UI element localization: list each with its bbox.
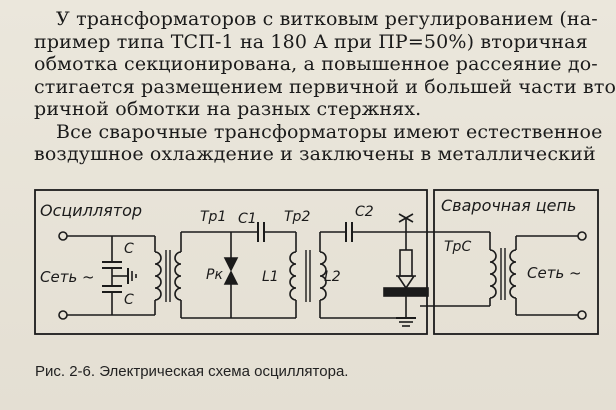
- figure-caption: Рис. 2-6. Электрическая схема осциллятор…: [35, 363, 349, 380]
- oscillator-box: [34, 189, 428, 335]
- paragraph-1-line-3: обмотка секционирована, а повышенное рас…: [34, 53, 598, 75]
- trc-transformer: [420, 231, 587, 320]
- spark-gap-loop: [180, 222, 296, 319]
- filter-capacitors: [102, 236, 137, 315]
- c2-label: C2: [355, 204, 374, 220]
- tr1-transformer: [154, 236, 182, 315]
- left-mains-label: Сеть ~: [40, 268, 95, 286]
- paragraph-1-line-4: стигается размещением первичной и больше…: [34, 75, 616, 98]
- paragraph-1-line-5: ричной обмотки на разных стержнях.: [34, 98, 422, 120]
- paragraph-1-line-1: У трансформаторов с витковым регулирован…: [56, 8, 598, 30]
- output-line: [320, 222, 490, 319]
- electrode-holder: [383, 213, 429, 327]
- tr2-label: Тр2: [284, 209, 310, 225]
- left-mains-terminals: [58, 231, 155, 320]
- paragraph-2-line-1: Все сварочные трансформаторы имеют естес…: [56, 120, 603, 143]
- trc-label: ТрС: [444, 239, 471, 255]
- oscillator-title: Осциллятор: [40, 201, 142, 220]
- welding-circuit-title: Сварочная цепь: [441, 196, 576, 215]
- c1-label: C1: [238, 211, 257, 227]
- capacitor-c-top-label: C: [124, 241, 134, 257]
- right-mains-label: Сеть ~: [527, 264, 582, 282]
- body-text: У трансформаторов с витковым регулирован…: [34, 8, 616, 166]
- tr2-transformer: [289, 232, 327, 318]
- paragraph-1-line-2: пример типа ТСП-1 на 180 А при ПР=50%) в…: [34, 30, 588, 53]
- paragraph-2-line-2: воздушное охлаждение и заключены в метал…: [34, 143, 596, 165]
- l2-label: L2: [324, 269, 341, 285]
- welding-circuit-box: [433, 189, 599, 335]
- pk-label: Рк: [206, 267, 223, 283]
- l1-label: L1: [262, 269, 279, 285]
- capacitor-c-bottom-label: C: [124, 292, 134, 308]
- tr1-label: Тр1: [200, 209, 226, 225]
